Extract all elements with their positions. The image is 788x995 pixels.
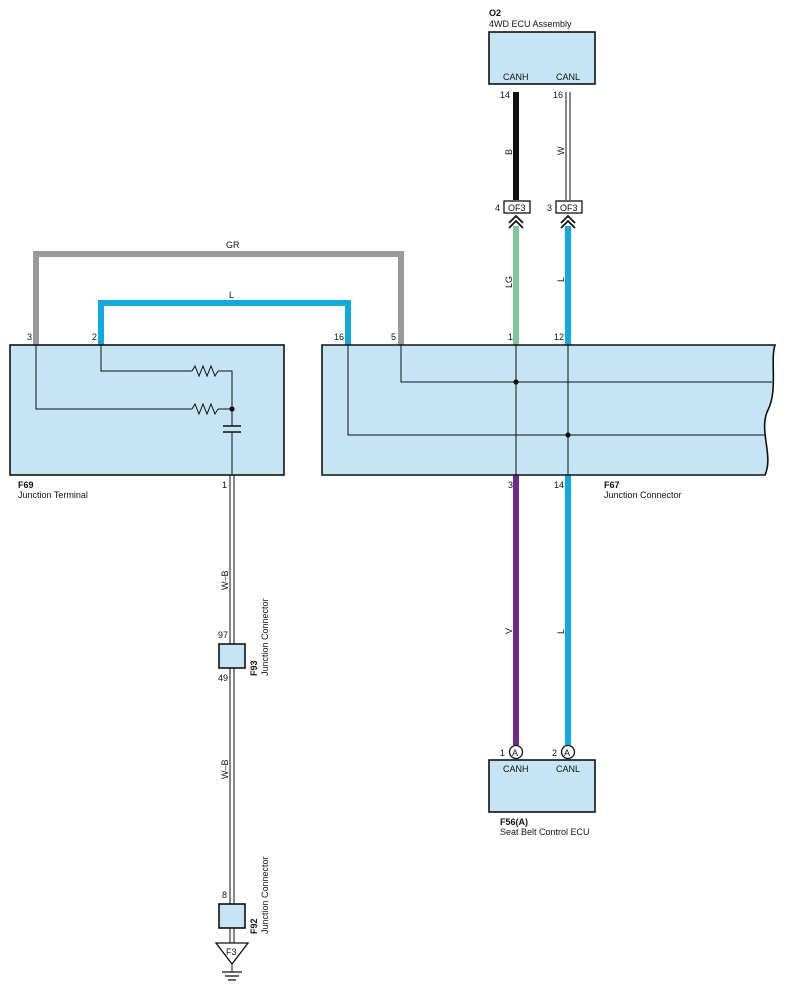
- wire-label-l-bottom: L: [556, 629, 566, 634]
- f67-pin-l-top: 12: [554, 332, 564, 342]
- wire-label-v: V: [504, 628, 514, 634]
- of3-code-right: OF3: [560, 203, 578, 213]
- f56-pin-canh: 1: [500, 748, 505, 758]
- f56-code: F56(A): [500, 817, 528, 827]
- f56-canh-label: CANH: [503, 764, 529, 774]
- f69-pin-gr: 3: [27, 332, 32, 342]
- f69-box: [9, 344, 285, 476]
- f93-name: Junction Connector: [260, 598, 270, 676]
- f67-pin-gr-right: 5: [391, 332, 396, 342]
- f67-pin-lg: 1: [508, 332, 513, 342]
- o2-pin-canh: 14: [500, 90, 510, 100]
- f69-pin-l: 2: [92, 332, 97, 342]
- f93-box: [218, 643, 246, 669]
- f56-pin-canh-marker: [508, 744, 524, 760]
- f67-pin-l-bottom: 14: [554, 480, 564, 490]
- f56-pin-canl-marker: [560, 744, 576, 760]
- f67-code: F67: [604, 480, 620, 490]
- f69-internal-circuit: [35, 345, 241, 475]
- of3-pin-right: 3: [547, 203, 552, 213]
- f69-name: Junction Terminal: [18, 490, 88, 500]
- wire-label-w: W: [556, 146, 566, 155]
- f92-code: F92: [249, 918, 259, 934]
- f67-box: [321, 344, 777, 476]
- o2-box: [488, 31, 596, 85]
- f93-pin-bottom: 49: [218, 673, 228, 683]
- f56-pin-canl: 2: [552, 748, 557, 758]
- o2-name: 4WD ECU Assembly: [489, 19, 572, 29]
- f93-pin-top: 97: [218, 630, 228, 640]
- f67-pin-v: 3: [508, 480, 513, 490]
- f56-name: Seat Belt Control ECU: [500, 827, 590, 837]
- ground-symbol: [214, 942, 250, 981]
- wire-label-wb-bottom: W–B: [220, 759, 230, 779]
- f92-box: [218, 903, 246, 929]
- f56-box: [488, 759, 596, 813]
- wire-l-top: [98, 300, 351, 345]
- wire-label-gr: GR: [226, 240, 240, 250]
- wire-label-l-top: L: [229, 290, 234, 300]
- wire-label-b: B: [504, 149, 514, 155]
- of3-connector: OF3 OF3 4 3: [495, 200, 583, 229]
- wire-label-l-mid: L: [556, 277, 566, 282]
- f69-code: F69: [18, 480, 34, 490]
- wire-label-wb-top: W–B: [220, 570, 230, 590]
- of3-code-left: OF3: [508, 203, 526, 213]
- wire-gr: [33, 251, 404, 345]
- f92-pin: 8: [222, 890, 227, 900]
- f93-code: F93: [249, 660, 259, 676]
- wire-label-lg: LG: [504, 276, 514, 288]
- f69-pin-gnd: 1: [222, 480, 227, 490]
- o2-code: O2: [489, 8, 501, 18]
- f56-tag-right: A: [564, 748, 570, 758]
- o2-canl-label: CANL: [556, 72, 580, 82]
- o2-canh-label: CANH: [503, 72, 529, 82]
- f56-canl-label: CANL: [556, 764, 580, 774]
- f67-name: Junction Connector: [604, 490, 682, 500]
- f56-tag-left: A: [512, 748, 518, 758]
- of3-pin-left: 4: [495, 203, 500, 213]
- f67-internal-bus: [347, 345, 772, 475]
- ground-code: F3: [226, 947, 237, 957]
- o2-pin-canl: 16: [553, 90, 563, 100]
- f67-pin-l-left: 16: [334, 332, 344, 342]
- f92-name: Junction Connector: [260, 856, 270, 934]
